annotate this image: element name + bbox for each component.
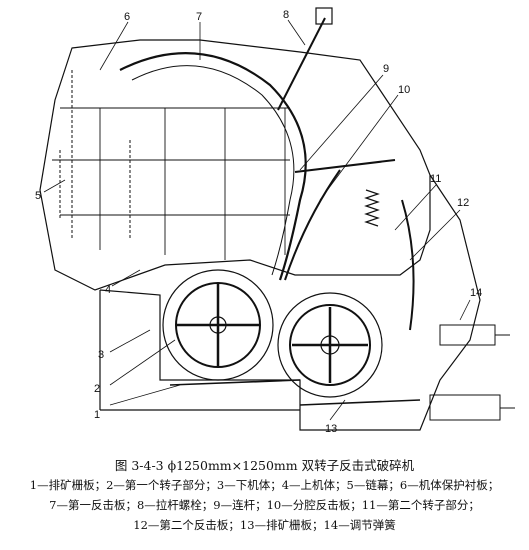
callout-9: 9 [383, 63, 389, 75]
callout-13: 13 [325, 423, 337, 435]
callout-12: 12 [457, 197, 469, 209]
callout-4: 4 [105, 284, 111, 296]
callout-1: 1 [94, 409, 100, 421]
discharge-grate-lower [169, 379, 301, 386]
tie-rod-bolt [277, 17, 326, 111]
callout-10: 10 [398, 84, 410, 96]
adjusting-spring [364, 189, 380, 227]
callout-leaders [43, 19, 471, 421]
upper-body-outline [39, 39, 431, 291]
legend-line-3: 12—第二个反击板；13—排矿栅板；14—调节弹簧 [133, 518, 396, 532]
crusher-drawing: 1 2 3 4 5 6 7 8 9 10 11 12 13 14 [35, 7, 515, 435]
discharge-grate-right [299, 399, 421, 406]
callout-7: 7 [196, 11, 202, 23]
second-rotor [277, 292, 383, 398]
first-impact-plate [119, 52, 307, 281]
divider-impact-plate [284, 169, 341, 281]
legend-line-1: 1—排矿栅板；2—第一个转子部分；3—下机体；4—上机体；5—链幕；6—机体保护… [29, 478, 500, 492]
callout-11: 11 [430, 173, 441, 185]
body-liner-plates [52, 107, 290, 260]
chain-curtain [59, 70, 131, 240]
lower-body-outline [99, 174, 481, 431]
figure-title: 图 3-4-3 ϕ1250mm×1250mm 双转子反击式破碎机 [114, 458, 415, 473]
spring-assembly-right [429, 324, 515, 421]
legend-line-2: 7—第一反击板；8—拉杆螺栓；9—连杆；10—分腔反击板；11—第二个转子部分； [49, 498, 480, 512]
callout-5: 5 [35, 190, 41, 202]
callout-8: 8 [283, 9, 289, 21]
callout-6: 6 [124, 11, 130, 23]
callout-3: 3 [98, 349, 104, 361]
callout-2: 2 [94, 383, 100, 395]
second-impact-plate [401, 199, 415, 331]
callout-14: 14 [470, 287, 482, 299]
first-rotor [162, 269, 274, 381]
figure-caption: 图 3-4-3 ϕ1250mm×1250mm 双转子反击式破碎机 1—排矿栅板；… [0, 456, 529, 535]
